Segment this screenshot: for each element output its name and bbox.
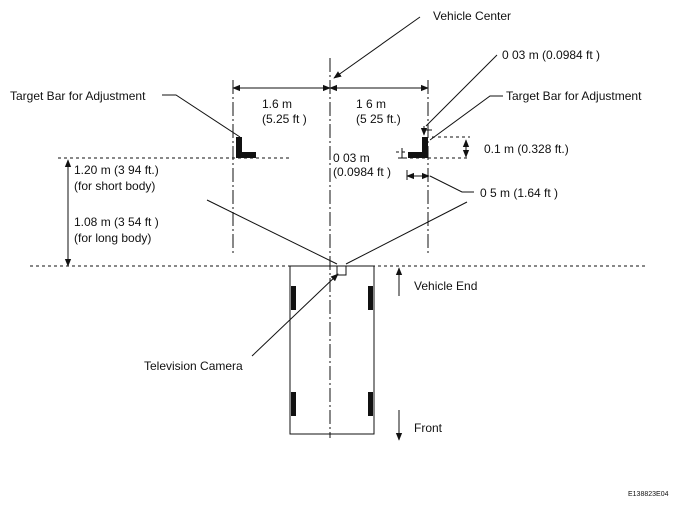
- wheel-rear-left: [291, 392, 296, 416]
- short-body-note: (for short body): [74, 179, 155, 193]
- vehicle-center-leader: [333, 16, 421, 79]
- camera-leader: [251, 273, 339, 357]
- figure-code: E138823E04: [628, 491, 669, 498]
- small-offset-top-leader: [425, 54, 498, 127]
- small-offset-mid-ft: (0.0984 ft ): [333, 165, 391, 179]
- left-distance-ft: (5.25 ft ): [262, 112, 307, 126]
- vehicle-body: [289, 265, 375, 435]
- left-target-bar-label: Target Bar for Adjustment: [10, 89, 146, 103]
- right-target-bar: [408, 137, 428, 158]
- long-body-note: (for long body): [74, 231, 151, 245]
- right-distance-m: 1 6 m: [356, 97, 386, 111]
- bar-offset-label: 0 5 m (1.64 ft ): [480, 186, 558, 200]
- right-target-leader: [429, 95, 503, 141]
- vehicle-end-label: Vehicle End: [414, 279, 477, 293]
- right-target-bar-label: Target Bar for Adjustment: [506, 89, 642, 103]
- left-target-leader: [162, 94, 241, 138]
- small-offset-mid-m: 0 03 m: [333, 151, 370, 165]
- bar-height-label: 0.1 m (0.328 ft.): [484, 142, 569, 156]
- television-camera: [336, 265, 347, 276]
- bar-offset-leader: [429, 175, 474, 193]
- wheel-front-left: [291, 286, 296, 310]
- front-label: Front: [414, 421, 443, 435]
- left-distance-m: 1.6 m: [262, 97, 292, 111]
- wheel-rear-right: [368, 392, 373, 416]
- left-target-bar: [236, 137, 256, 158]
- wheel-front-right: [368, 286, 373, 310]
- camera-view-left: [206, 199, 338, 265]
- small-offset-top-label: 0 03 m (0.0984 ft ): [502, 48, 600, 62]
- television-camera-label: Television Camera: [144, 359, 243, 373]
- short-body-distance: 1.20 m (3 94 ft.): [74, 163, 159, 177]
- right-distance-ft: (5 25 ft.): [356, 112, 401, 126]
- long-body-distance: 1.08 m (3 54 ft ): [74, 215, 159, 229]
- vehicle-center-label: Vehicle Center: [433, 9, 511, 23]
- camera-view-right: [345, 201, 468, 265]
